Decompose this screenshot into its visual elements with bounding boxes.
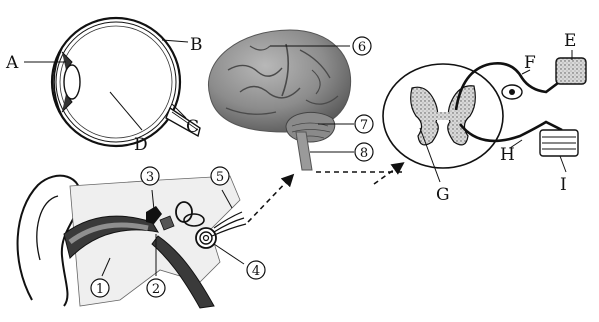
label-h: H bbox=[500, 145, 515, 165]
label-e: E bbox=[564, 31, 576, 51]
circled-label-2: 2 bbox=[147, 279, 165, 297]
brain-to-spinal-arrow-rise bbox=[374, 164, 402, 184]
circled-label-7: 7 bbox=[355, 115, 373, 133]
label-f: F bbox=[524, 53, 536, 73]
circled-label-3: 3 bbox=[141, 167, 159, 185]
circled-label-4: 4 bbox=[247, 261, 265, 279]
ear-to-brain-arrow bbox=[248, 176, 292, 222]
label-c: C bbox=[186, 117, 199, 137]
circled-label-6: 6 bbox=[353, 37, 371, 55]
spinal-cord-diagram bbox=[383, 58, 586, 168]
circled-label-1: 1 bbox=[91, 279, 109, 297]
ear-diagram bbox=[18, 176, 246, 308]
label-i: I bbox=[560, 175, 567, 195]
svg-text:4: 4 bbox=[252, 264, 260, 279]
svg-text:7: 7 bbox=[360, 118, 368, 133]
label-a: A bbox=[5, 53, 19, 73]
svg-text:6: 6 bbox=[358, 40, 366, 55]
svg-text:3: 3 bbox=[146, 170, 154, 185]
eye-diagram bbox=[52, 18, 200, 146]
label-g: G bbox=[436, 185, 450, 205]
pathway-arrows bbox=[248, 164, 404, 222]
label-b: B bbox=[190, 35, 203, 55]
svg-text:2: 2 bbox=[152, 282, 160, 297]
svg-text:8: 8 bbox=[360, 146, 368, 161]
circled-label-5: 5 bbox=[211, 167, 229, 185]
brain-diagram bbox=[208, 30, 350, 170]
circled-label-8: 8 bbox=[355, 143, 373, 161]
svg-text:1: 1 bbox=[96, 282, 104, 297]
label-d: D bbox=[134, 135, 148, 155]
svg-text:5: 5 bbox=[216, 170, 224, 185]
